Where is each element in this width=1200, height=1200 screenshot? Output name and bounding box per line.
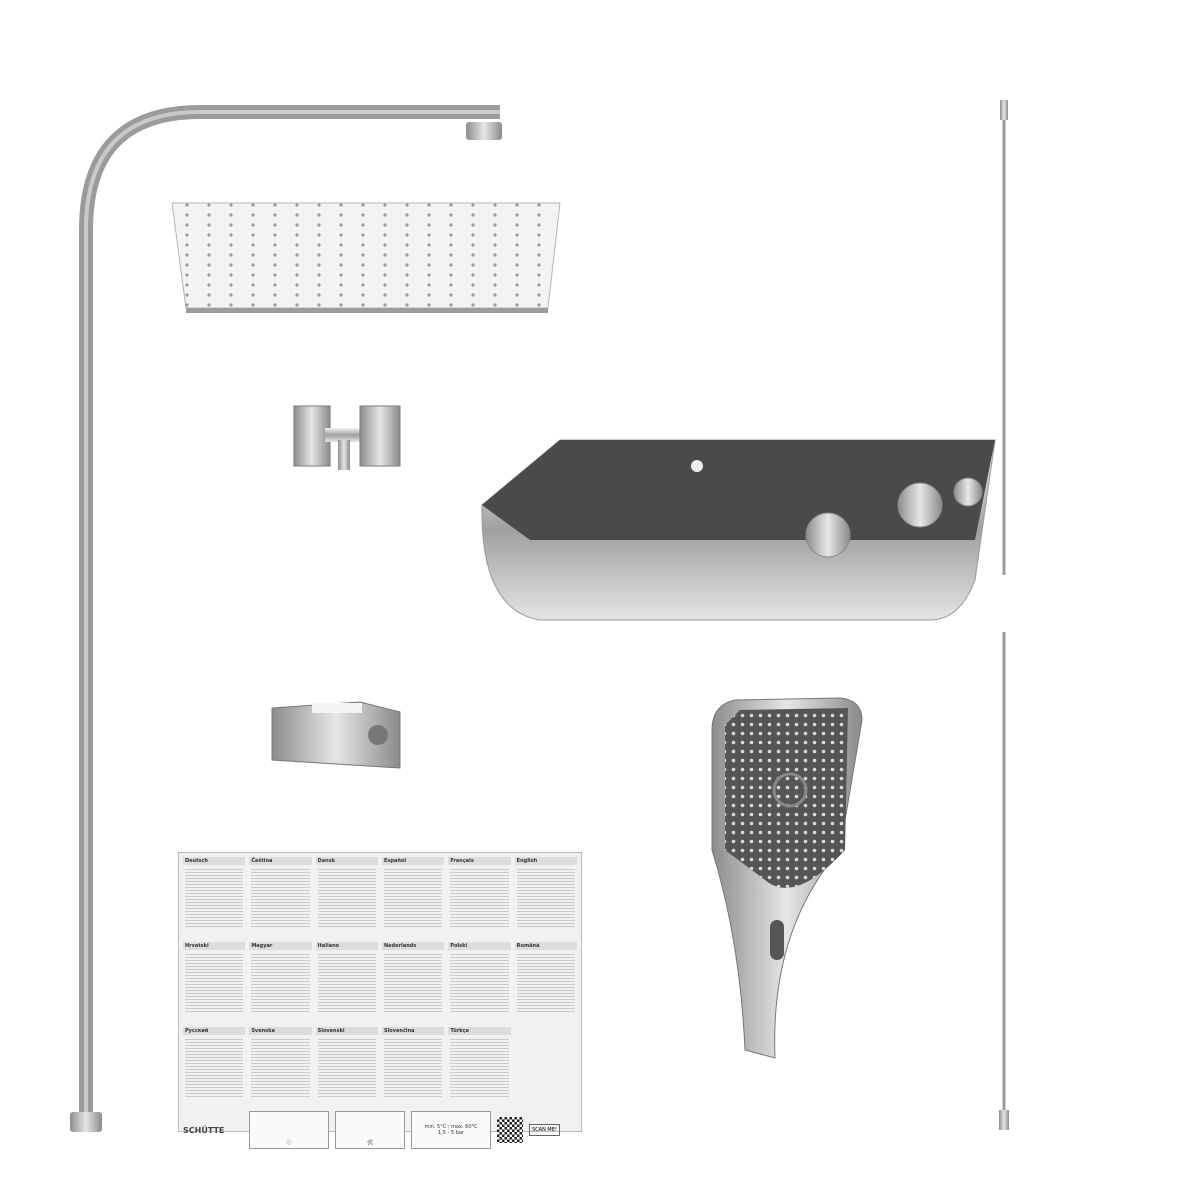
- instruction-text: [251, 1037, 310, 1097]
- info-pictogram: ⓘ: [249, 1111, 329, 1149]
- language-section: Čeština: [249, 857, 312, 939]
- language-heading: English: [514, 857, 577, 865]
- language-heading: Français: [448, 857, 511, 865]
- instruction-text: [450, 952, 509, 1012]
- instruction-text: [450, 867, 509, 927]
- language-section: Hrvatski: [183, 942, 246, 1024]
- tools-pictogram: 🛠: [335, 1111, 405, 1149]
- language-heading: Deutsch: [183, 857, 246, 865]
- qr-code: [497, 1117, 523, 1143]
- language-section: Türkçe: [448, 1027, 511, 1109]
- language-heading: Slovenčina: [381, 1027, 445, 1035]
- wall-bracket: [293, 405, 401, 470]
- language-heading: Čeština: [249, 857, 312, 865]
- language-section: Deutsch: [183, 857, 246, 939]
- pressure-note: 1,5 - 5 bar: [438, 1130, 464, 1136]
- instruction-text: [383, 952, 443, 1012]
- instruction-text: [317, 867, 376, 927]
- instruction-text: [251, 867, 310, 927]
- language-heading: Polski: [448, 942, 511, 950]
- language-section: Dansk: [315, 857, 378, 939]
- language-section: Magyar: [249, 942, 312, 1024]
- instruction-text: [185, 952, 244, 1012]
- language-heading: Türkçe: [448, 1027, 511, 1035]
- language-section: Русский: [183, 1027, 246, 1109]
- language-section: Svenska: [249, 1027, 312, 1109]
- conditions-pictogram: min. 5°C ; max. 60°C 1,5 - 5 bar: [411, 1111, 491, 1149]
- language-heading: Hrvatski: [183, 942, 246, 950]
- language-heading: Slovenski: [315, 1027, 378, 1035]
- language-section: Slovenčina: [381, 1027, 445, 1109]
- instruction-text: [450, 1037, 509, 1097]
- thermostat-shelf: [481, 439, 996, 621]
- shower-hose: [999, 100, 1009, 1130]
- language-heading: Svenska: [249, 1027, 312, 1035]
- language-section: Italiano: [315, 942, 378, 1024]
- language-section: Nederlands: [381, 942, 445, 1024]
- language-section: Polski: [448, 942, 511, 1024]
- rain-shower-head: [171, 202, 561, 313]
- instruction-text: [317, 952, 376, 1012]
- instruction-text: [185, 1037, 244, 1097]
- instruction-text: [317, 1037, 376, 1097]
- instruction-text: [383, 1037, 443, 1097]
- language-section: Slovenski: [315, 1027, 378, 1109]
- language-heading: Nederlands: [381, 942, 445, 950]
- instruction-text: [516, 952, 575, 1012]
- slider-holder: [271, 701, 401, 769]
- temperature-note: min. 5°C ; max. 60°C: [424, 1124, 478, 1130]
- language-heading: Русский: [183, 1027, 246, 1035]
- shower-riser-pipe: [70, 105, 502, 1132]
- language-section: Română: [514, 942, 577, 1024]
- instruction-text: [185, 867, 244, 927]
- language-heading: Español: [381, 857, 445, 865]
- instruction-text: [516, 867, 575, 927]
- language-heading: Italiano: [315, 942, 378, 950]
- instruction-text: [251, 952, 310, 1012]
- leaflet-footer: SCHÜTTE ⓘ 🛠 min. 5°C ; max. 60°C 1,5 - 5…: [183, 1111, 577, 1149]
- scan-label: SCAN ME!: [529, 1124, 560, 1136]
- language-heading: Magyar: [249, 942, 312, 950]
- language-heading: Română: [514, 942, 577, 950]
- brand-logo: SCHÜTTE: [183, 1125, 225, 1135]
- language-section: Español: [381, 857, 445, 939]
- language-section: English: [514, 857, 577, 939]
- language-heading: Dansk: [315, 857, 378, 865]
- instruction-text: [383, 867, 443, 927]
- language-section: Français: [448, 857, 511, 939]
- hand-shower: [711, 697, 863, 1059]
